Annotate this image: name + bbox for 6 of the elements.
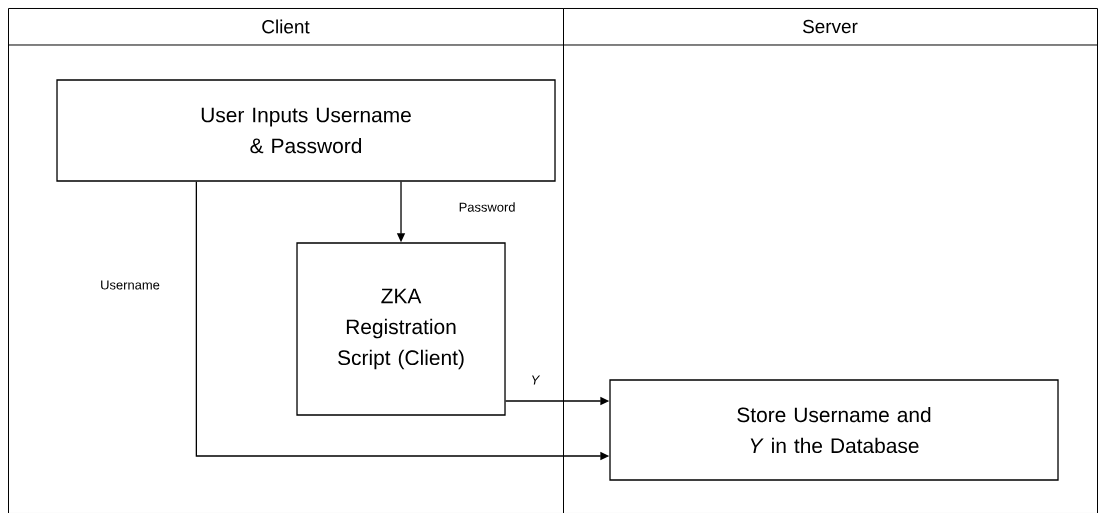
process-box: User Inputs Username & Password (56, 79, 556, 182)
edge-label: Y (529, 374, 541, 386)
process-box: Store Username and Y in the Database (609, 379, 1059, 481)
edge-label: Username (99, 279, 161, 291)
edge-label: Password (457, 201, 517, 213)
process-box: ZKA Registration Script (Client) (296, 242, 506, 416)
